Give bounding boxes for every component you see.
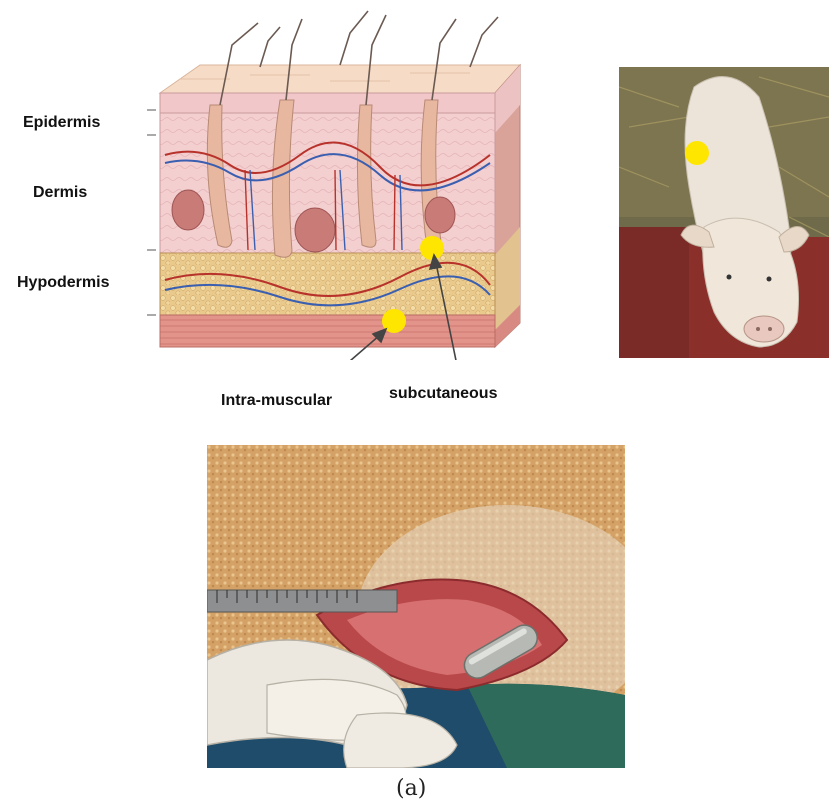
surgery-photo xyxy=(207,445,625,768)
subcutaneous-site-marker xyxy=(420,236,444,260)
label-intramuscular: Intra-muscular xyxy=(221,392,332,410)
skin-cross-section-illustration xyxy=(140,5,540,360)
label-hypodermis: Hypodermis xyxy=(17,274,109,292)
pig-illustration xyxy=(619,67,829,358)
pig-injection-site-marker xyxy=(685,141,709,165)
label-subcutaneous: subcutaneous xyxy=(389,385,497,403)
label-dermis: Dermis xyxy=(33,184,87,202)
implant-retrieval-illustration xyxy=(207,445,625,768)
figure-caption: (a) xyxy=(396,776,426,801)
pig-photo xyxy=(619,67,829,358)
label-epidermis: Epidermis xyxy=(23,114,100,132)
skin-diagram xyxy=(140,5,540,360)
